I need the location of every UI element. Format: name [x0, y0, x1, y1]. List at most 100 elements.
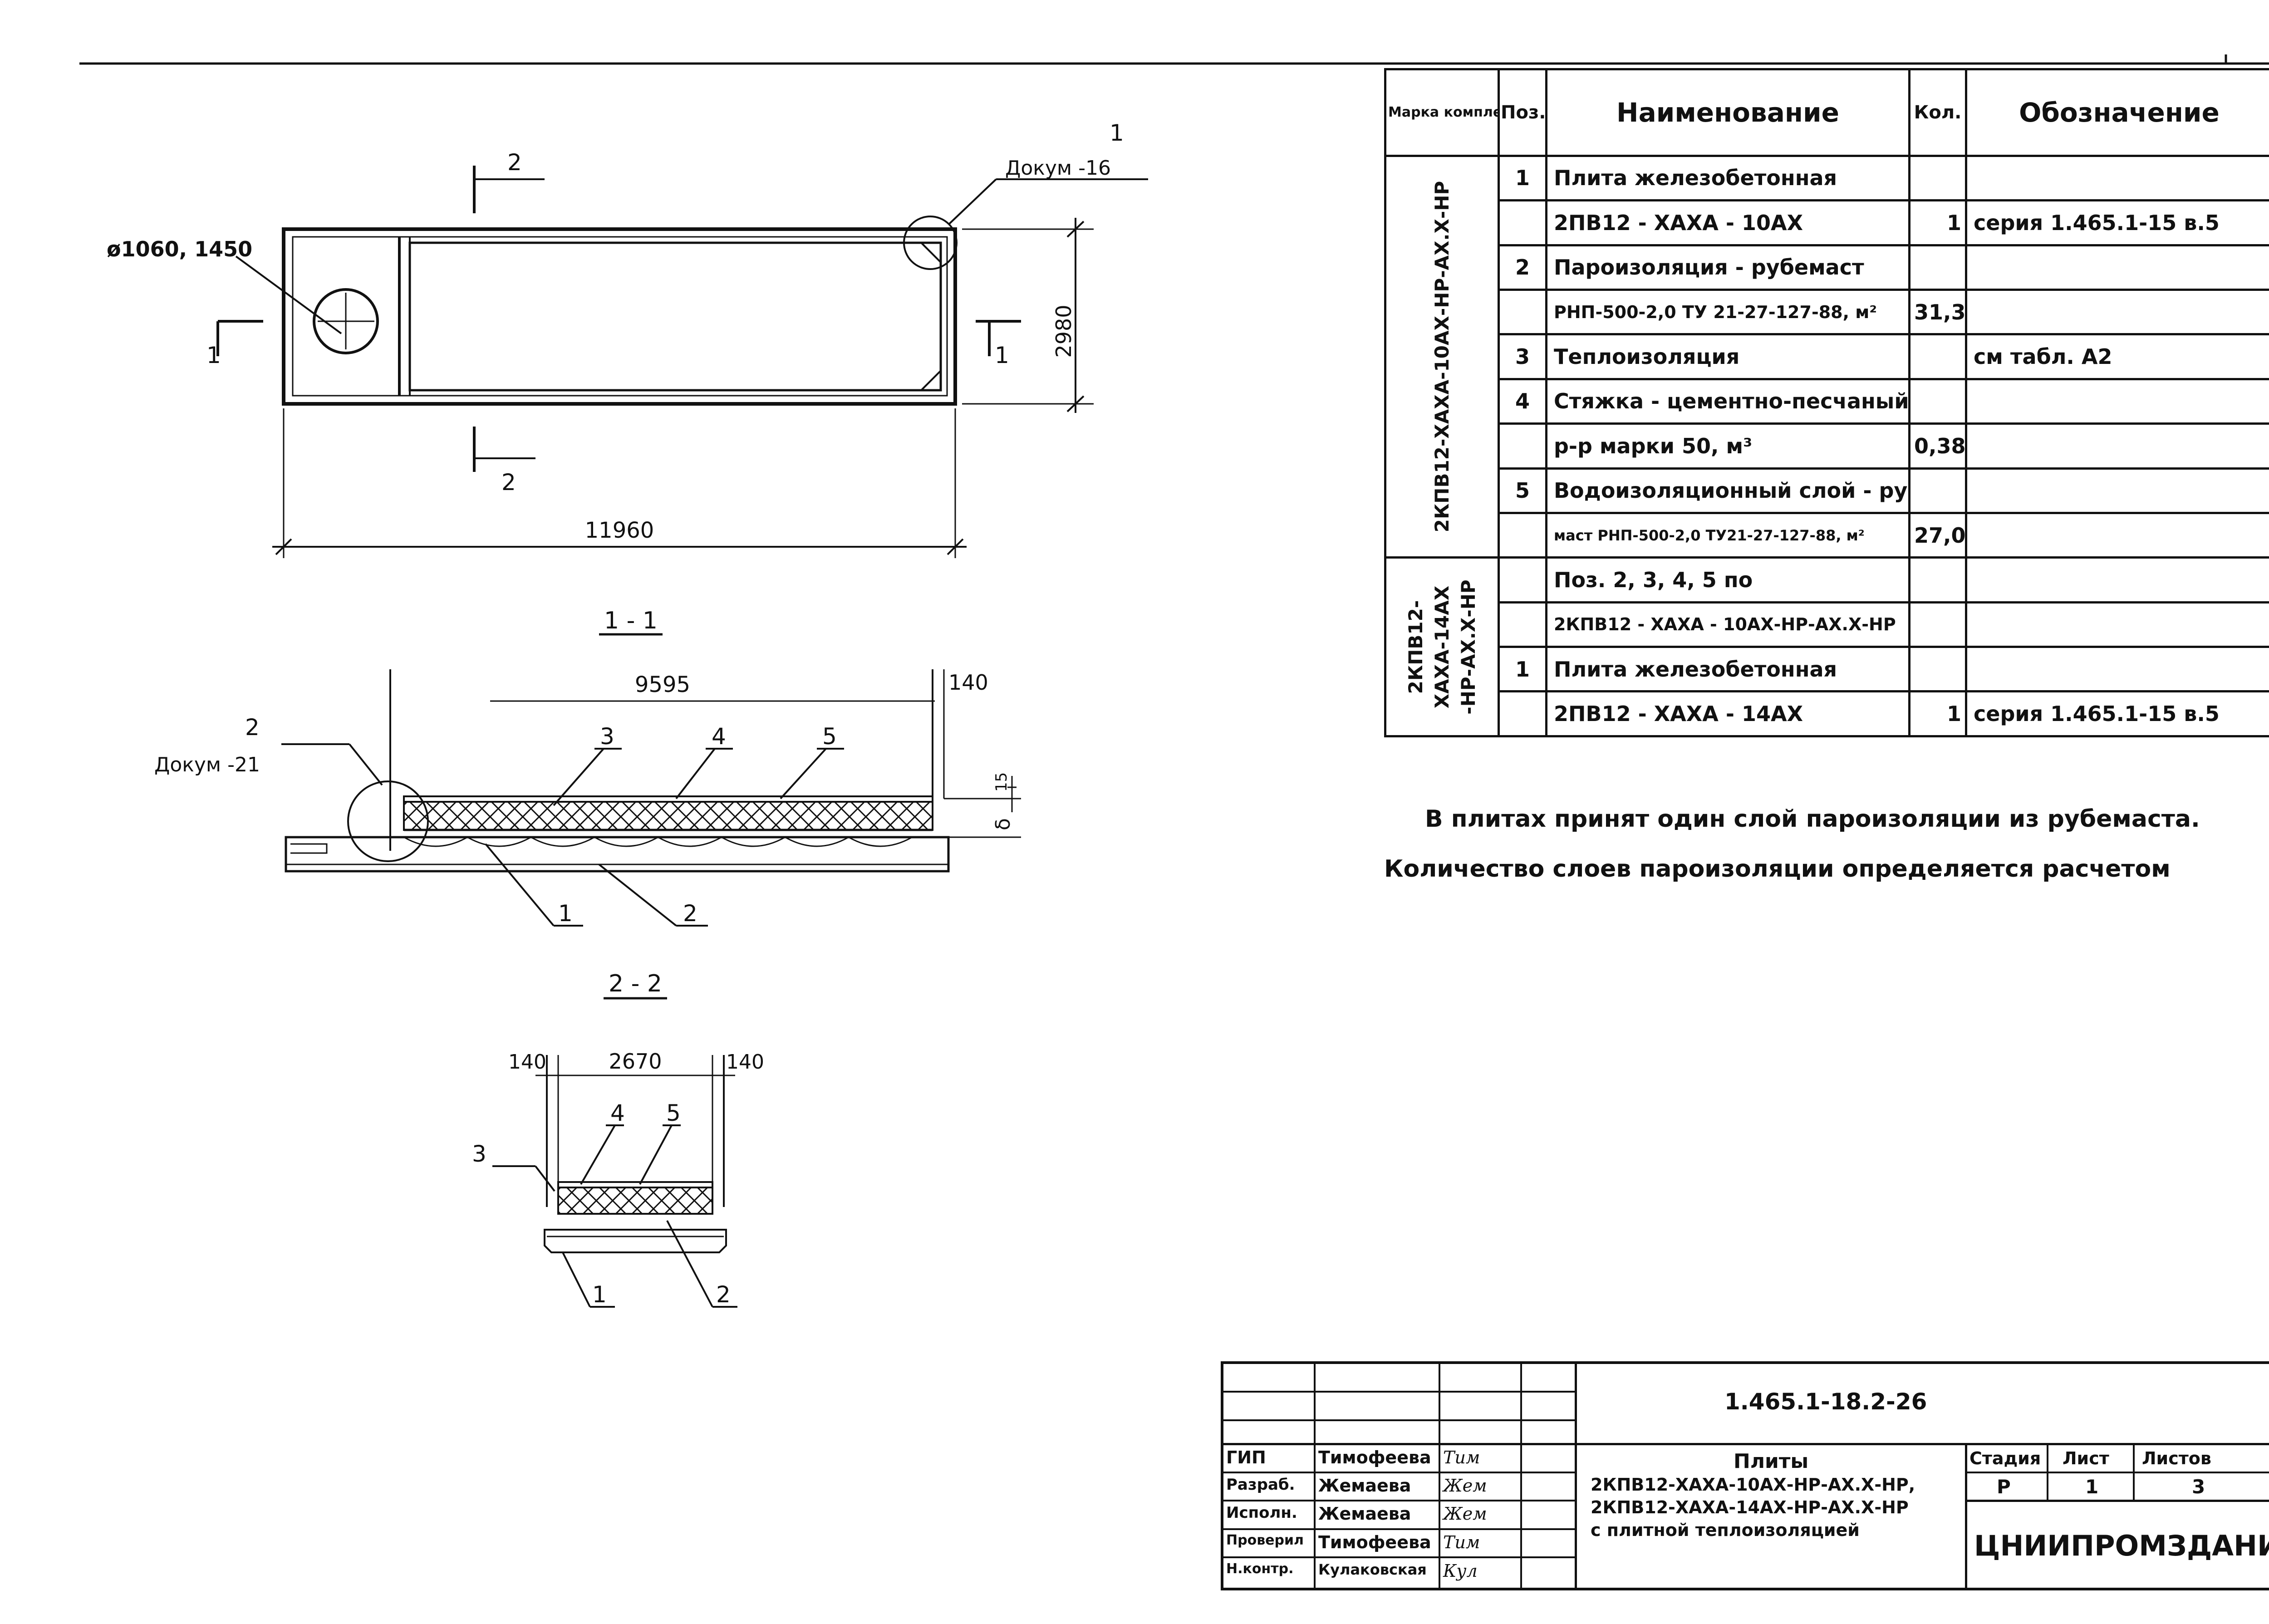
section-1-1-detail-num: 2 — [245, 714, 260, 741]
section-2-2-pos-1: 1 — [592, 1281, 607, 1308]
role-label: Исполн. — [1226, 1504, 1297, 1522]
role-name: Жемаева — [1318, 1504, 1411, 1524]
section-1-1-dim-delta: δ — [992, 818, 1015, 830]
cell-qty: 1 — [1908, 690, 1967, 737]
section-1-1-pos-3: 3 — [600, 723, 614, 750]
section-1-1-dim-right: 140 — [948, 670, 988, 695]
section-2-2-dim-mid: 2670 — [609, 1049, 662, 1074]
table-row: РНП-500-2,0 ТУ 21-27-127-88, м² 31,3 — [1385, 288, 2269, 336]
role-label: Н.контр. — [1226, 1561, 1294, 1577]
section-2-2-pos-4: 4 — [610, 1100, 625, 1126]
section-1-1-pos-4: 4 — [712, 723, 726, 750]
cell-qty — [1908, 333, 1967, 380]
cell-name: Водоизоляционный слой - рубе- — [1545, 467, 1910, 514]
signature: Жем — [1443, 1476, 1487, 1496]
table-row: 2ПВ12 - ХАХА - 14АХ 1 серия 1.465.1-15 в… — [1385, 690, 2269, 737]
role-label: ГИП — [1226, 1447, 1266, 1467]
role-name: Тимофеева — [1318, 1532, 1431, 1552]
section-1-1 — [281, 669, 1021, 927]
cell-designation — [1965, 244, 2269, 291]
plan-view — [216, 166, 1148, 558]
cell-name: Поз. 2, 3, 4, 5 по — [1545, 556, 1910, 603]
section-mark-1-right: 1 — [995, 342, 1009, 368]
table-row: 5 Водоизоляционный слой - рубе- — [1385, 467, 2269, 514]
table-row: 2КПВ12-ХАХА-14АХ -НР-АХ.Х-НР Поз. 2, 3, … — [1384, 556, 2269, 737]
cell-designation — [1965, 288, 2269, 336]
cell-name: Плита железобетонная — [1545, 154, 1910, 202]
header-mark: Марка комплексной плиты — [1384, 68, 1500, 157]
organization: ЦНИИПРОМЗДАНИЙ — [1974, 1529, 2269, 1562]
plan-dim-height: 2980 — [1051, 304, 1076, 358]
section-1-1-pos-1: 1 — [558, 900, 573, 927]
cell-name: р-р марки 50, м³ — [1545, 422, 1910, 470]
title-line: 2КПВ12-ХАХА-14АХ-НР-АХ.Х-НР — [1591, 1497, 1909, 1517]
group2-mark-cell: 2КПВ12-ХАХА-14АХ -НР-АХ.Х-НР — [1384, 556, 1500, 737]
stage-value: Р — [1997, 1476, 2011, 1498]
signature: Жем — [1443, 1504, 1487, 1524]
cell-name: 2ПВ12 - ХАХА - 14АХ — [1545, 690, 1910, 737]
table-row: 2 Пароизоляция - рубемаст — [1385, 244, 2269, 291]
section-mark-2-bottom: 2 — [501, 469, 516, 496]
section-2-2-dim-left: 140 — [508, 1050, 546, 1074]
section-2-2-pos-2: 2 — [716, 1281, 731, 1308]
group1-mark: 2КПВ12-ХАХА-10АХ-НР-АХ.Х-НР — [1430, 181, 1453, 533]
section-2-2-pos-3: 3 — [472, 1141, 486, 1167]
cell-name: Теплоизоляция — [1545, 333, 1910, 380]
table-row: 3 Теплоизоляция см табл. А2 — [1385, 333, 2269, 380]
role-name: Тимофеева — [1318, 1447, 1431, 1467]
cell-designation: см табл. А2 — [1965, 333, 2269, 380]
signature: Тим — [1443, 1447, 1480, 1467]
doc-code: 1.465.1-18.2-26 — [1724, 1388, 1927, 1415]
cell-pos — [1498, 199, 1547, 246]
table-row: р-р марки 50, м³ 0,38 — [1385, 422, 2269, 470]
cell-pos: 2 — [1498, 244, 1547, 291]
title-block: 1.465.1-18.2-26 ГИП Тимофеева Тим Разраб… — [1221, 1361, 2269, 1590]
cell-pos: 1 — [1498, 646, 1547, 693]
section-2-2 — [492, 1055, 737, 1308]
title-line: 2КПВ12-ХАХА-10АХ-НР-АХ.Х-НР, — [1591, 1475, 1915, 1495]
header-pos: Поз. — [1498, 68, 1547, 157]
cell-designation — [1965, 378, 2269, 425]
table-row: маст РНП-500-2,0 ТУ21-27-127-88, м² 27,0 — [1385, 511, 2269, 559]
cell-qty — [1908, 556, 1967, 603]
header-name: Наименование — [1545, 68, 1910, 157]
table-row: 2ПВ12 - ХАХА - 10АХ 1 серия 1.465.1-15 в… — [1385, 199, 2269, 246]
cell-designation — [1965, 467, 2269, 514]
cell-name: Стяжка - цементно-песчаный — [1545, 378, 1910, 425]
cell-designation — [1965, 422, 2269, 470]
cell-name: 2ПВ12 - ХАХА - 10АХ — [1545, 199, 1910, 246]
stage-label: Стадия — [1969, 1448, 2041, 1468]
group2-mark: 2КПВ12-ХАХА-14АХ -НР-АХ.Х-НР — [1404, 579, 1479, 715]
sheets-label: Листов — [2142, 1448, 2211, 1468]
table-row: 1 Плита железобетонная — [1385, 646, 2269, 693]
section-1-1-pos-5: 5 — [822, 723, 837, 750]
section-1-1-dim-top: 9595 — [635, 672, 690, 697]
cell-pos — [1498, 690, 1547, 737]
section-mark-1-left: 1 — [206, 342, 221, 368]
table-row: 2КПВ12 - ХАХА - 10АХ-НР-АХ.Х-НР — [1385, 601, 2269, 648]
cell-designation — [1965, 646, 2269, 693]
cell-name: 2КПВ12 - ХАХА - 10АХ-НР-АХ.Х-НР — [1545, 601, 1910, 648]
cell-qty: 27,0 — [1908, 511, 1967, 559]
role-label: Проверил — [1226, 1532, 1304, 1548]
sheet-label: Лист — [2063, 1448, 2109, 1468]
cell-qty: 31,3 — [1908, 288, 1967, 336]
section-2-2-dim-right: 140 — [726, 1050, 764, 1074]
cell-pos: 5 — [1498, 467, 1547, 514]
title-line: Плиты — [1734, 1450, 1809, 1473]
cell-designation — [1965, 601, 2269, 648]
cell-pos: 3 — [1498, 333, 1547, 380]
sheets-value: 3 — [2192, 1476, 2205, 1498]
cell-name: маст РНП-500-2,0 ТУ21-27-127-88, м² — [1545, 511, 1910, 559]
signature: Кул — [1443, 1561, 1478, 1581]
signature: Тим — [1443, 1532, 1480, 1552]
specification-table: Марка комплексной плиты Поз. Наименовани… — [1384, 68, 2269, 737]
role-label: Разраб. — [1226, 1476, 1295, 1494]
section-mark-2-top: 2 — [507, 149, 522, 176]
cell-qty — [1908, 646, 1967, 693]
cell-designation: серия 1.465.1-15 в.5 — [1965, 690, 2269, 737]
note-line-2: Количество слоев пароизоляции определяет… — [1384, 855, 2171, 883]
cell-pos — [1498, 511, 1547, 559]
cell-designation — [1965, 556, 2269, 603]
